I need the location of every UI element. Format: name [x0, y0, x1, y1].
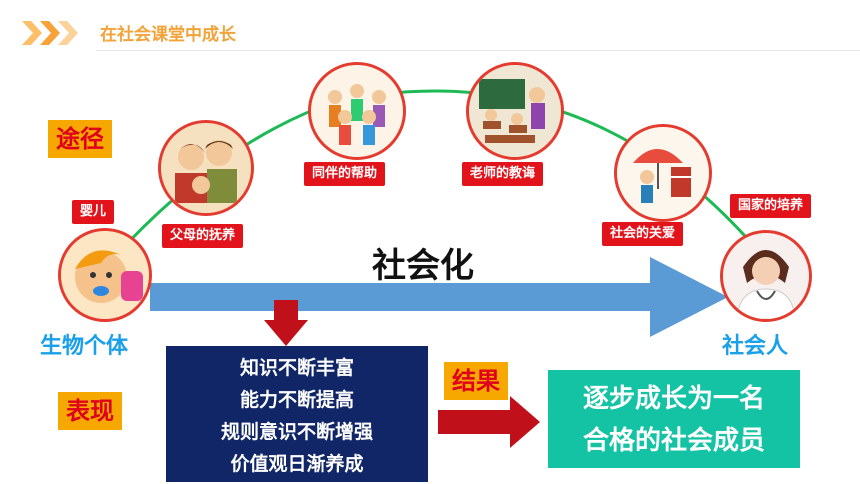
teacher-image — [466, 62, 564, 160]
header-divider — [96, 50, 860, 51]
chevron-icons — [22, 21, 78, 45]
parents-icon — [161, 123, 251, 213]
teacher-icon — [469, 65, 561, 157]
manifestation-item: 价值观日渐养成 — [230, 453, 364, 475]
social-person-label: 社会人 — [722, 334, 789, 359]
baby-image — [58, 228, 152, 322]
stage-label-peers: 同伴的帮助 — [304, 162, 386, 186]
result-arrow — [438, 396, 540, 448]
result-label: 结果 — [444, 362, 508, 400]
socialization-label: 社会化 — [372, 246, 474, 286]
path-label: 途径 — [48, 120, 112, 158]
socialization-arrow — [150, 257, 728, 337]
parents-image — [158, 120, 254, 216]
down-arrow — [264, 300, 308, 346]
doctor-icon — [723, 233, 809, 319]
manifestation-item: 规则意识不断增强 — [220, 421, 373, 443]
result-line: 合格的社会成员 — [582, 426, 765, 456]
manifestation-item: 知识不断丰富 — [239, 357, 354, 379]
result-line: 逐步成长为一名 — [582, 384, 765, 414]
society-care-icon — [617, 127, 709, 219]
doctor-image — [720, 230, 812, 322]
manifestation-item: 能力不断提高 — [239, 389, 354, 411]
stage-label-society: 社会的关爱 — [602, 222, 684, 246]
stage-label-parents: 父母的抚养 — [162, 224, 244, 248]
society-image — [614, 124, 712, 222]
manifestation-label: 表现 — [58, 392, 122, 430]
stage-label-teacher: 老师的教诲 — [462, 162, 544, 186]
baby-icon — [61, 231, 149, 319]
result-box: 逐步成长为一名 合格的社会成员 — [548, 370, 800, 468]
stage-label-baby: 婴儿 — [72, 200, 115, 224]
biological-label: 生物个体 — [40, 334, 129, 359]
peers-icon — [311, 65, 403, 157]
manifestation-box: 知识不断丰富 能力不断提高 规则意识不断增强 价值观日渐养成 — [166, 346, 428, 482]
page-title: 在社会课堂中成长 — [100, 25, 236, 45]
peers-image — [308, 62, 406, 160]
stage-label-nation: 国家的培养 — [730, 194, 812, 218]
